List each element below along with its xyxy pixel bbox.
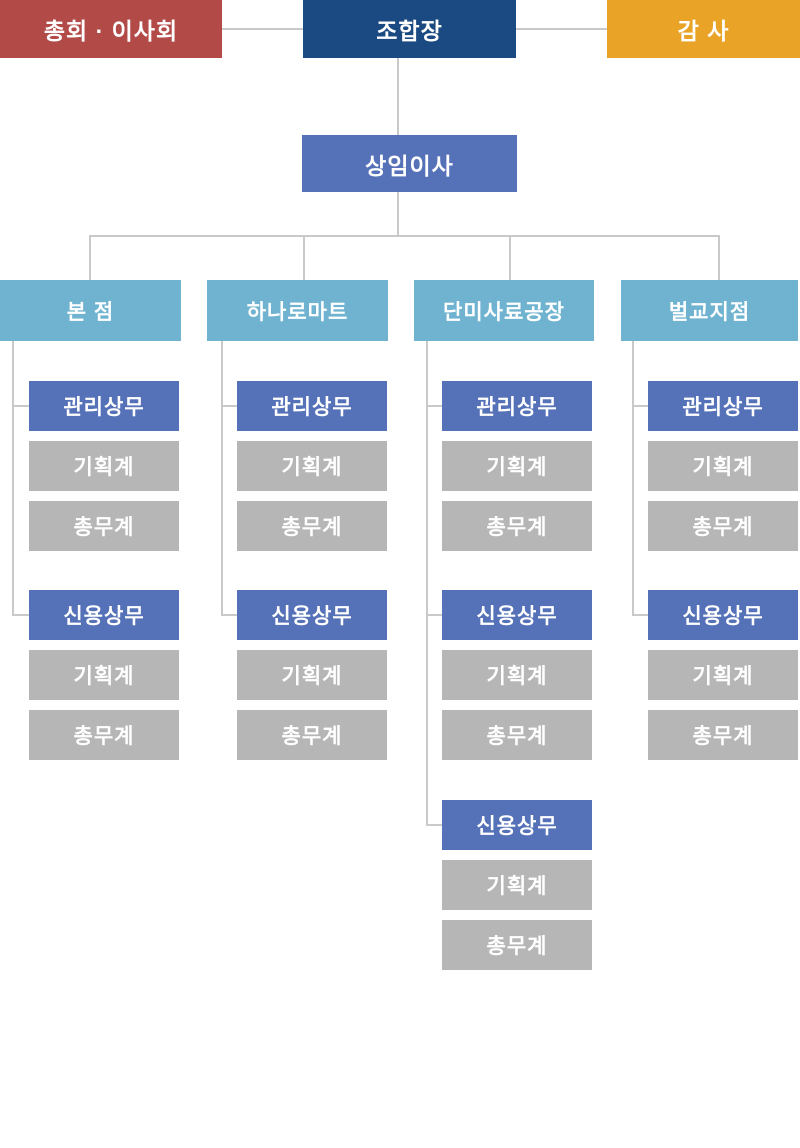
connector-line: [632, 614, 648, 616]
connector-line: [426, 341, 428, 826]
node-managing-director: 관리상무: [648, 381, 798, 431]
node-branch-beolgyo: 벌교지점: [621, 280, 798, 341]
connector-line: [426, 614, 442, 616]
node-general-affairs-section: 총무계: [442, 920, 592, 970]
connector-line: [303, 236, 305, 280]
connector-line: [221, 405, 237, 407]
connector-line: [12, 341, 14, 616]
node-planning-section: 기획계: [29, 441, 179, 491]
connector-line: [89, 236, 91, 280]
connector-line: [12, 614, 29, 616]
node-planning-section: 기획계: [442, 441, 592, 491]
connector-line: [89, 235, 720, 237]
node-credit-director: 신용상무: [442, 800, 592, 850]
node-president: 조합장: [303, 0, 516, 58]
node-general-assembly: 총회 · 이사회: [0, 0, 222, 58]
node-general-affairs-section: 총무계: [442, 501, 592, 551]
node-auditor: 감 사: [607, 0, 800, 58]
connector-line: [632, 341, 634, 616]
node-planning-section: 기획계: [442, 860, 592, 910]
connector-line: [718, 236, 720, 280]
node-general-affairs-section: 총무계: [29, 710, 179, 760]
node-credit-director: 신용상무: [237, 590, 387, 640]
connector-line: [221, 614, 237, 616]
node-general-affairs-section: 총무계: [237, 501, 387, 551]
connector-line: [516, 28, 607, 30]
node-managing-director: 관리상무: [442, 381, 592, 431]
connector-line: [12, 405, 29, 407]
connector-line: [222, 28, 303, 30]
node-planning-section: 기획계: [442, 650, 592, 700]
connector-line: [397, 58, 399, 135]
connector-line: [426, 405, 442, 407]
node-general-affairs-section: 총무계: [648, 710, 798, 760]
node-general-affairs-section: 총무계: [29, 501, 179, 551]
connector-line: [509, 236, 511, 280]
node-managing-director: 관리상무: [237, 381, 387, 431]
node-credit-director: 신용상무: [648, 590, 798, 640]
node-planning-section: 기획계: [648, 650, 798, 700]
connector-line: [426, 824, 442, 826]
node-planning-section: 기획계: [648, 441, 798, 491]
node-general-affairs-section: 총무계: [237, 710, 387, 760]
node-general-affairs-section: 총무계: [648, 501, 798, 551]
node-general-affairs-section: 총무계: [442, 710, 592, 760]
connector-line: [632, 405, 648, 407]
node-planning-section: 기획계: [237, 650, 387, 700]
node-branch-hanaro-mart: 하나로마트: [207, 280, 388, 341]
node-credit-director: 신용상무: [29, 590, 179, 640]
node-branch-main-office: 본 점: [0, 280, 181, 341]
node-executive-director: 상임이사: [302, 135, 517, 192]
connector-line: [221, 341, 223, 616]
node-managing-director: 관리상무: [29, 381, 179, 431]
node-credit-director: 신용상무: [442, 590, 592, 640]
node-planning-section: 기획계: [237, 441, 387, 491]
node-planning-section: 기획계: [29, 650, 179, 700]
node-branch-feed-factory: 단미사료공장: [414, 280, 594, 341]
connector-line: [397, 192, 399, 236]
